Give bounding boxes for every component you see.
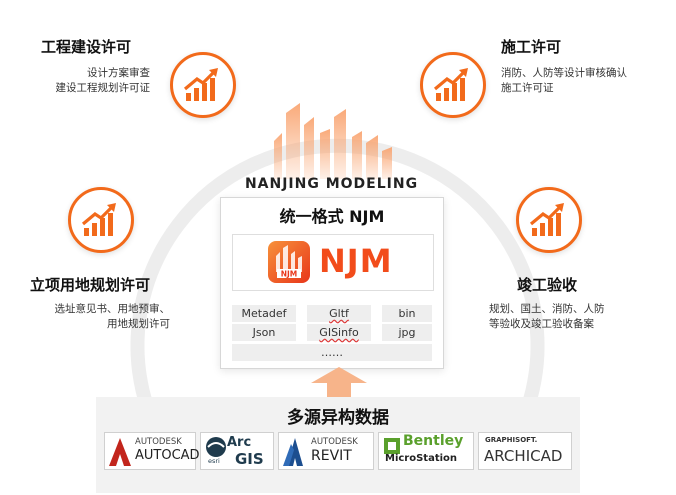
stage-desc-construction-permit: 消防、人防等设计审核确认 施工许可证: [501, 67, 627, 94]
format-jpg: jpg: [382, 324, 432, 341]
njm-logo-text: NJM: [319, 242, 393, 280]
njm-logo: NJM NJM: [232, 234, 434, 291]
njm-icon-label: NJM: [281, 270, 298, 279]
stage-title-construction-planning: 工程建设许可: [41, 38, 132, 56]
stage-desc-completion-acceptance: 规划、国土、消防、人防 等验收及竣工验收备案: [489, 303, 605, 330]
stage-badge-land-planning: [68, 187, 134, 253]
format-metadef: Metadef: [232, 305, 296, 322]
stage-title-land-planning: 立项用地规划许可: [30, 276, 151, 294]
arrow-up-icon: [311, 367, 367, 399]
arcgis-icon: [206, 437, 226, 457]
data-sources-title: 多源异构数据: [287, 408, 389, 428]
stage-desc-construction-planning: 设计方案审查 建设工程规划许可证: [55, 67, 151, 94]
autocad-icon: [109, 438, 131, 466]
software-logo-revit: AUTODESK REVIT: [278, 432, 374, 470]
brand-text: NANJING MODELING: [244, 176, 419, 192]
growth-chart-icon: [433, 68, 468, 101]
njm-format-title: 统一格式 NJM: [279, 207, 385, 226]
format-bin: bin: [382, 305, 432, 322]
njm-format-panel: 统一格式 NJM NJM NJM Metadef Gltf bin Json G…: [220, 197, 444, 369]
stage-title-completion-acceptance: 竣工验收: [517, 276, 578, 294]
stage-badge-completion-acceptance: [516, 187, 582, 253]
software-logo-arcgis: Arc esri GIS: [200, 432, 274, 470]
stage-title-construction-permit: 施工许可: [501, 38, 562, 56]
njm-app-icon: NJM: [268, 241, 310, 283]
format-more: ……: [232, 344, 432, 361]
revit-icon: [283, 438, 303, 466]
growth-chart-icon: [529, 203, 564, 236]
format-json: Json: [232, 324, 296, 341]
growth-chart-icon: [183, 68, 218, 101]
building-logo-icon: [274, 103, 392, 179]
software-logo-archicad: GRAPHISOFT. ARCHICAD: [478, 432, 572, 470]
format-gltf: Gltf: [307, 305, 371, 322]
stage-badge-construction-planning: [170, 52, 236, 118]
software-logo-bentley: Bentley MicroStation: [378, 432, 474, 470]
bentley-icon: [384, 438, 400, 454]
stage-desc-land-planning: 选址意见书、用地预审、 用地规划许可: [54, 303, 171, 330]
stage-badge-construction-permit: [420, 52, 486, 118]
format-gisinfo: GISinfo: [307, 324, 371, 341]
software-logo-autocad: AUTODESK AUTOCAD: [104, 432, 200, 470]
growth-chart-icon: [81, 203, 116, 236]
data-sources-panel: 多源异构数据 AUTODESK AUTOCAD Arc esri GIS: [96, 397, 580, 493]
